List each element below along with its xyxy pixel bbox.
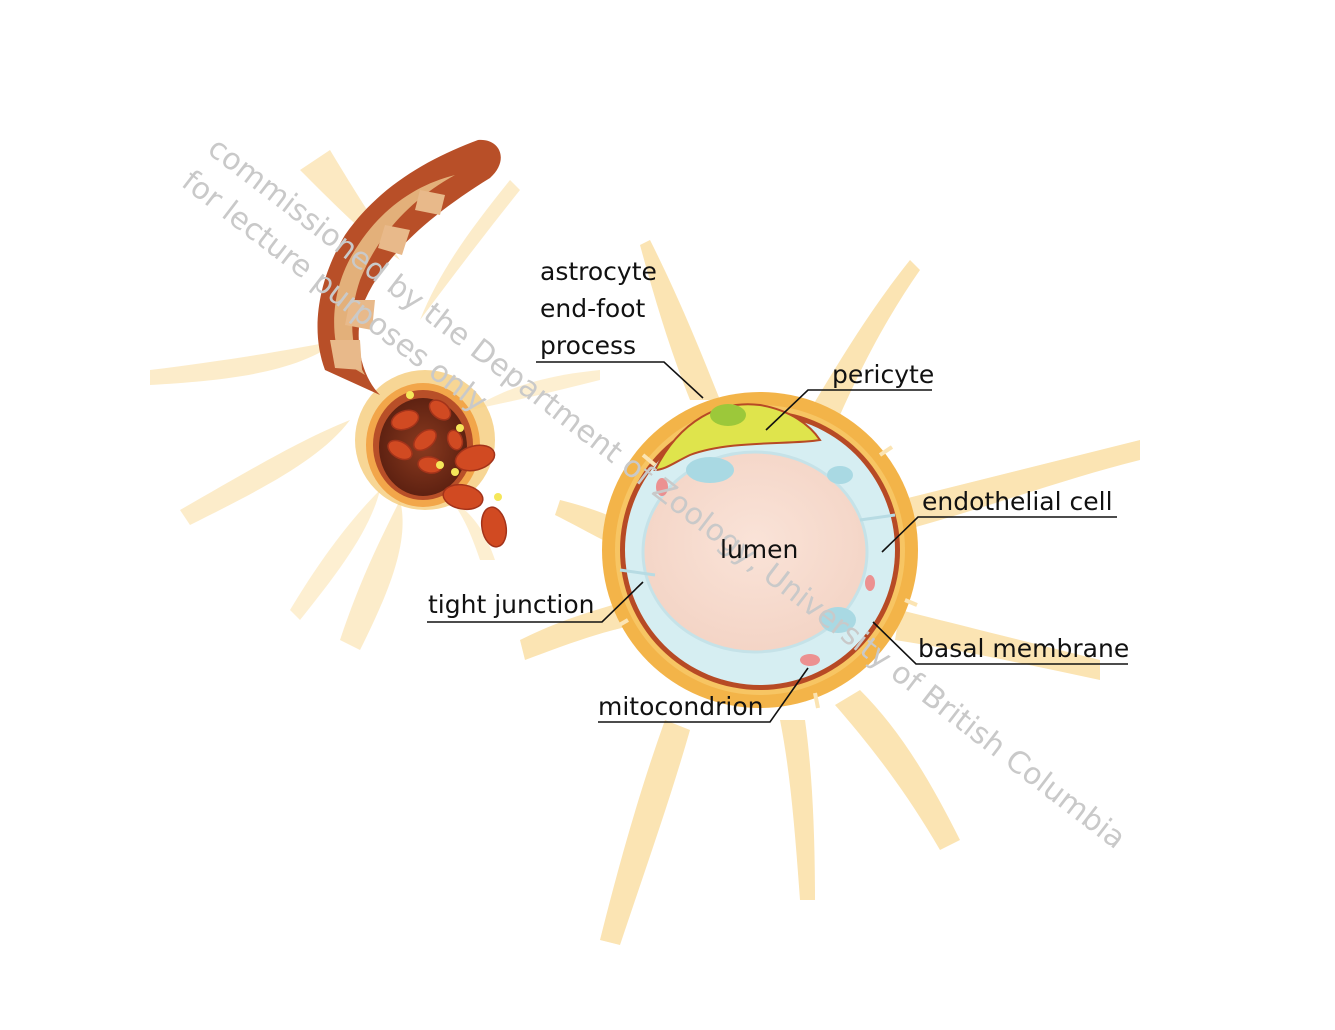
astrocyte-processes [150,150,1140,945]
leader-tight-junction [427,581,644,623]
label-tight-junction: tight junction [428,590,594,619]
label-mitocondrion: mitocondrion [598,692,764,721]
leader-endothelial-cell [881,516,1117,553]
leader-pericyte [765,389,932,431]
leader-basal-membrane [872,621,1128,665]
capillary-cross-section [602,392,918,709]
label-astrocyte-line-2: end-foot [540,294,646,323]
label-astrocyte-line-3: process [540,331,636,360]
label-endothelial-cell: endothelial cell [922,487,1113,516]
labels: astrocyte end-foot process pericyte endo… [427,257,1129,723]
label-astrocyte-line-1: astrocyte [540,257,657,286]
label-basal-membrane: basal membrane [918,634,1129,663]
leader-astrocyte [536,361,704,399]
label-lumen: lumen [720,535,798,564]
capillary-3d-illustration [317,139,508,548]
leader-mitocondrion [598,667,809,723]
label-pericyte: pericyte [832,360,934,389]
